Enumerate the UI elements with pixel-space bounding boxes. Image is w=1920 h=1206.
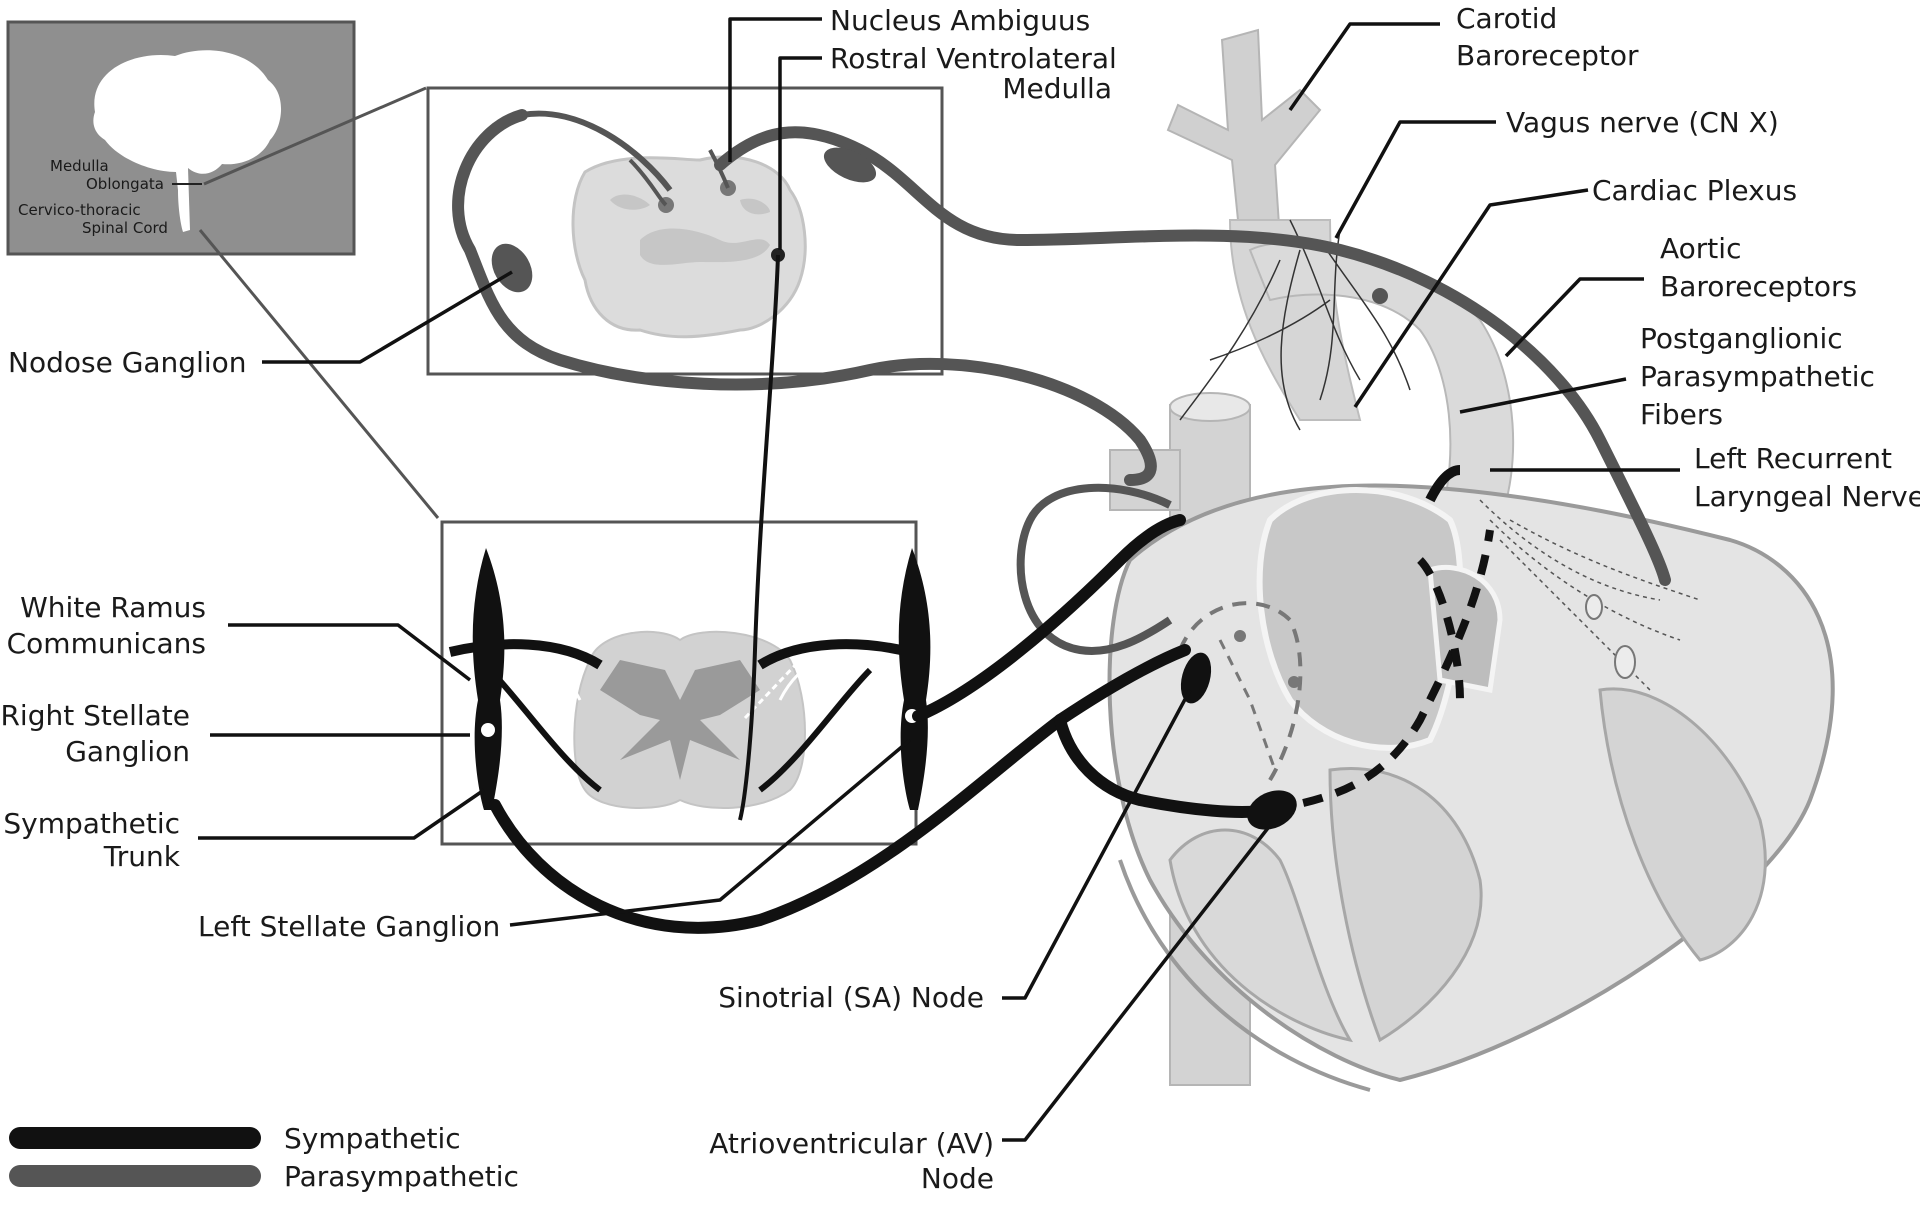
oblongata-label: Oblongata: [86, 175, 164, 193]
label-av-line2: Node: [921, 1162, 994, 1195]
label-rvlm-line1: Rostral Ventrolateral: [830, 42, 1117, 75]
label-lrln-line2: Laryngeal Nerve: [1694, 480, 1920, 513]
label-vagus: Vagus nerve (CN X): [1506, 106, 1779, 139]
connector-medulla: [203, 86, 427, 186]
legend: Sympathetic Parasympathetic: [9, 1122, 519, 1193]
connector-cord: [198, 229, 440, 519]
label-nodose-ganglion: Nodose Ganglion: [8, 346, 247, 379]
left-sympathetic-trunk: [898, 548, 931, 810]
label-cardiac-plexus: Cardiac Plexus: [1592, 174, 1797, 207]
label-nucleus-ambiguus: Nucleus Ambiguus: [830, 4, 1090, 37]
brain-silhouette: [93, 50, 282, 232]
leader-lines: [198, 17, 1680, 1142]
spinal-cord-label: Spinal Cord: [82, 219, 168, 237]
right-sympathetic-trunk: [472, 548, 505, 810]
sympathetic-pathways: [489, 254, 1494, 934]
label-postgang-line3: Fibers: [1640, 398, 1723, 431]
legend-parasympathetic-label: Parasympathetic: [284, 1160, 519, 1193]
brain-inset: Medulla Oblongata Cervico-thoracic Spina…: [6, 20, 356, 256]
label-av-line1: Atrioventricular (AV): [709, 1127, 994, 1160]
legend-sympathetic-label: Sympathetic: [284, 1122, 461, 1155]
av-node: [1247, 790, 1297, 830]
label-white-ramus-line1: White Ramus: [20, 591, 206, 624]
label-left-stellate-ganglion: Left Stellate Ganglion: [198, 910, 500, 943]
label-lrln-line1: Left Recurrent: [1694, 442, 1892, 475]
medulla-section-box: [426, 86, 944, 376]
label-right-stellate-line1: Right Stellate: [0, 699, 190, 732]
label-right-stellate-line2: Ganglion: [65, 735, 190, 768]
label-symp-trunk-line2: Trunk: [103, 840, 181, 873]
label-rvlm-line2: Medulla: [1002, 72, 1112, 105]
label-sa-node: Sinotrial (SA) Node: [718, 981, 984, 1014]
label-carotid-line1: Carotid: [1456, 2, 1557, 35]
label-postgang-line1: Postganglionic: [1640, 322, 1843, 355]
label-carotid-line2: Baroreceptor: [1456, 39, 1639, 72]
medulla-label: Medulla: [50, 157, 109, 175]
label-postgang-line2: Parasympathetic: [1640, 360, 1875, 393]
label-aortic-line2: Baroreceptors: [1660, 270, 1857, 303]
label-symp-trunk-line1: Sympathetic: [3, 807, 180, 840]
label-white-ramus-line2: Communicans: [7, 627, 206, 660]
parasympathetic-pathways: [452, 109, 1671, 655]
spinal-cord-section-box: [440, 520, 931, 846]
cervico-thoracic-label: Cervico-thoracic: [18, 201, 141, 219]
label-aortic-line1: Aortic: [1660, 232, 1741, 265]
